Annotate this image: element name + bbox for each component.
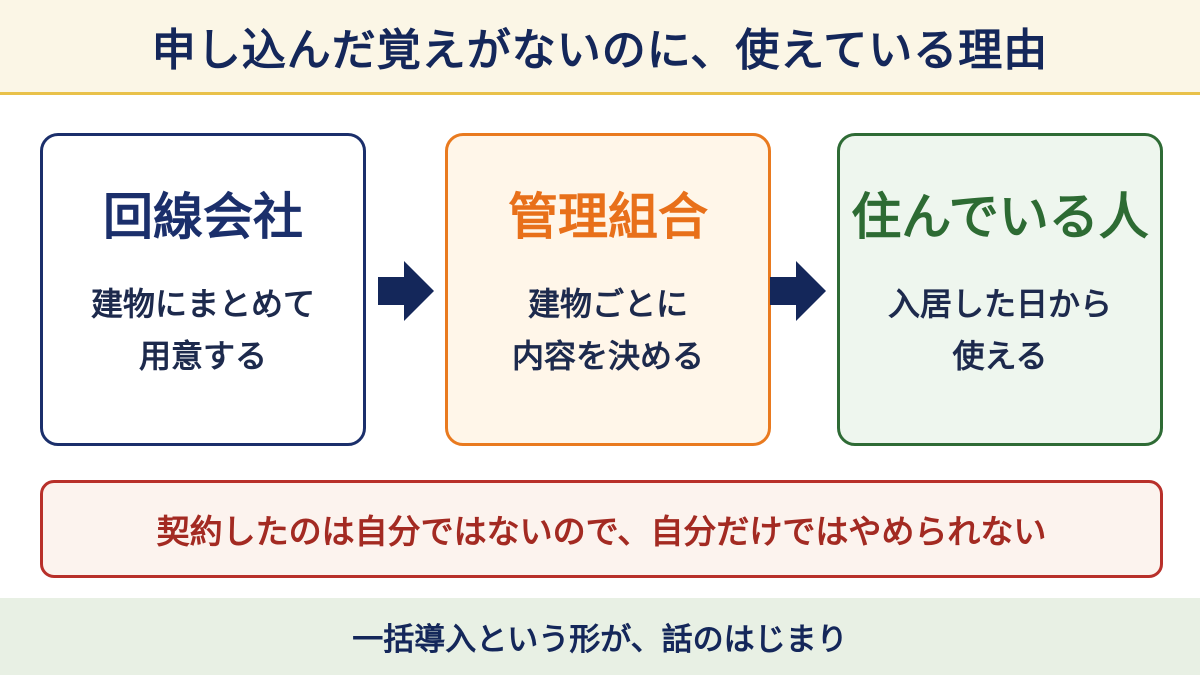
step-description: 建物にまとめて 用意する: [91, 278, 315, 382]
step-box-management-association: 管理組合 建物ごとに 内容を決める: [445, 133, 771, 446]
step-description-line: 建物ごとに: [527, 285, 688, 323]
step-title: 住んでいる人: [851, 188, 1149, 246]
header-banner: 申し込んだ覚えがないのに、使えている理由: [0, 0, 1200, 95]
step-title: 回線会社: [103, 188, 303, 246]
right-arrow-icon: [770, 261, 826, 321]
footer-banner: 一括導入という形が、話のはじまり: [0, 598, 1200, 675]
step-description-line: 用意する: [138, 337, 267, 375]
footer-text: 一括導入という形が、話のはじまり: [352, 622, 848, 658]
step-description-line: 内容を決める: [511, 337, 704, 375]
step-description-line: 建物にまとめて: [90, 285, 315, 323]
contract-note-text: 契約したのは自分ではないので、自分だけではやめられない: [156, 512, 1047, 551]
step-box-resident: 住んでいる人 入居した日から 使える: [837, 133, 1163, 446]
right-arrow-icon: [378, 261, 434, 321]
step-title: 管理組合: [508, 188, 708, 246]
step-description: 入居した日から 使える: [888, 278, 1112, 382]
page-title: 申し込んだ覚えがないのに、使えている理由: [151, 25, 1049, 76]
step-description: 建物ごとに 内容を決める: [512, 278, 704, 382]
contract-note-box: 契約したのは自分ではないので、自分だけではやめられない: [40, 480, 1163, 578]
step-box-line-company: 回線会社 建物にまとめて 用意する: [40, 133, 366, 446]
step-description-line: 使える: [952, 337, 1048, 375]
step-description-line: 入居した日から: [887, 285, 1112, 323]
